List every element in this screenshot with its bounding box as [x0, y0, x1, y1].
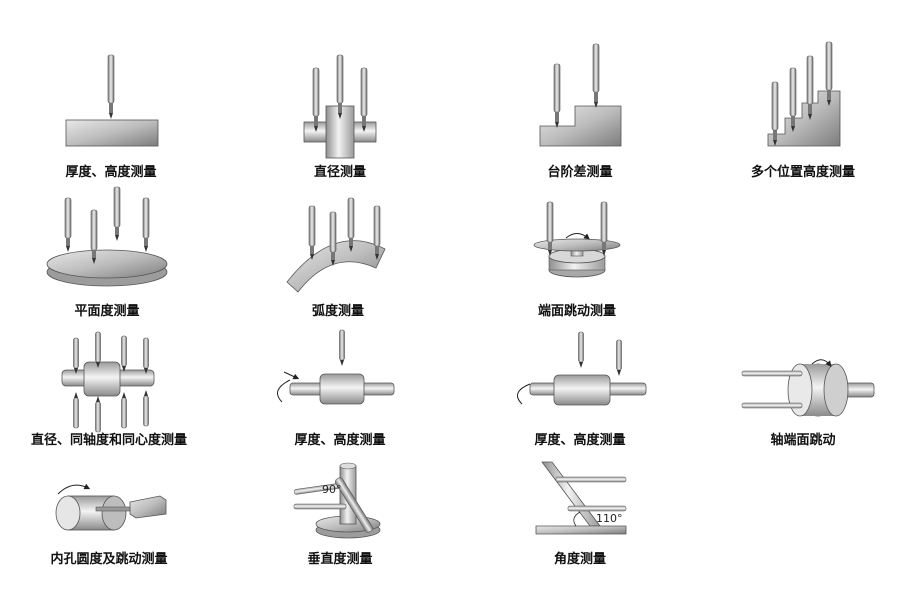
caption-end-face-runout: 端面跳动测量 [537, 304, 617, 319]
figure-thickness-height-3 [517, 331, 647, 406]
caption-thickness-height-2: 厚度、高度测量 [294, 433, 386, 448]
caption-diameter: 直径测量 [313, 165, 367, 180]
figure-diameter [303, 54, 377, 159]
angle-90-label: 90° [322, 483, 342, 496]
caption-diameter-coaxiality: 直径、同轴度和同心度测量 [30, 433, 188, 448]
caption-thickness-height-1: 厚度、高度测量 [65, 165, 157, 180]
caption-perpendicularity: 垂直度测量 [307, 552, 373, 567]
figure-flatness [46, 186, 168, 287]
figure-perpendicularity: 90° [293, 462, 381, 539]
angle-110-label: 110° [596, 512, 623, 525]
figure-angle: 110° [535, 461, 627, 535]
caption-arc: 弧度测量 [311, 304, 365, 319]
caption-angle: 角度测量 [553, 552, 607, 567]
caption-shaft-end-runout: 轴端面跳动 [770, 433, 836, 448]
figure-shaft-end-runout [741, 359, 875, 417]
figure-diameter-coaxiality [61, 331, 155, 433]
figure-bore-roundness [55, 483, 167, 531]
caption-step-difference: 台阶差测量 [547, 165, 613, 180]
caption-multi-position-height: 多个位置高度测量 [750, 165, 856, 180]
figure-thickness-height-2 [277, 329, 395, 405]
figure-multi-position-height [767, 41, 841, 147]
caption-flatness: 平面度测量 [74, 304, 140, 319]
caption-bore-roundness: 内孔圆度及跳动测量 [50, 552, 168, 567]
figure-thickness-height-1 [65, 54, 159, 147]
probe [107, 54, 115, 120]
figure-end-face-runout [533, 201, 621, 278]
caption-thickness-height-3: 厚度、高度测量 [534, 433, 626, 448]
figure-step-difference [539, 43, 622, 147]
figure-arc [286, 197, 386, 293]
